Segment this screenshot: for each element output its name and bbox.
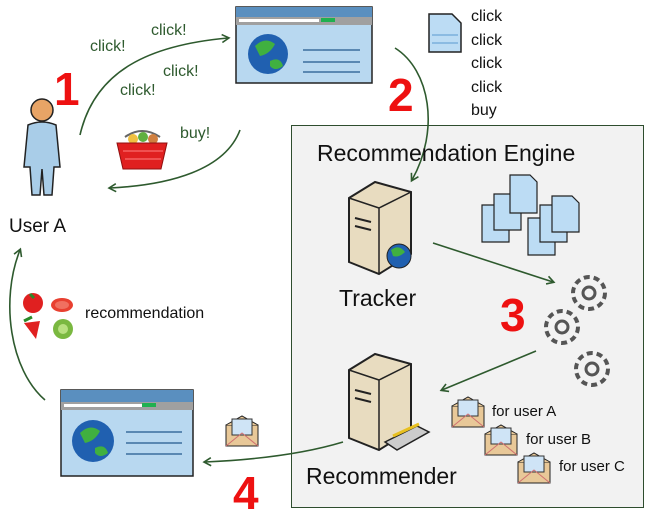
click-label: click!: [151, 22, 187, 39]
browser-window-icon: [235, 6, 373, 84]
step-1: 1: [54, 63, 80, 115]
buy-label: buy!: [180, 125, 211, 142]
log-entry: click: [471, 8, 503, 25]
arrow-browser-to-user-return: [9, 247, 46, 401]
arrow-user-to-browser: [79, 33, 231, 136]
gears-icon: [544, 275, 610, 387]
log-entry: click: [471, 55, 503, 72]
output-for-user-a: for user A: [492, 403, 557, 420]
click-label: click!: [90, 38, 126, 55]
recommendation-label: recommendation: [85, 305, 205, 322]
step-3: 3: [500, 289, 526, 341]
log-entry: buy: [471, 102, 497, 119]
step-4: 4: [233, 467, 259, 514]
tracker-label: Tracker: [339, 285, 417, 311]
log-entry: click: [471, 31, 503, 49]
recommender-server-icon: [348, 352, 431, 452]
arrow-engine-to-recommender: [439, 350, 537, 393]
click-label: click!: [120, 82, 156, 99]
output-for-user-b: for user B: [526, 431, 592, 448]
browser-window-icon: [60, 389, 194, 477]
arrow-browser-to-tracker: [394, 47, 429, 183]
arrow-recommender-to-browser: [202, 441, 344, 467]
envelope-icon: [451, 396, 485, 428]
envelope-icon: [225, 415, 259, 447]
arrow-tracker-to-engine: [432, 242, 556, 285]
engine-title: Recommendation Engine: [317, 140, 576, 166]
fruits-icon: [23, 292, 73, 339]
shopping-basket-icon: [116, 130, 168, 170]
output-for-user-c: for user C: [559, 458, 625, 475]
step-2: 2: [388, 69, 414, 121]
user-label: User A: [9, 216, 67, 237]
documents-stack-icon: [481, 174, 580, 256]
tracker-server-icon: [348, 180, 412, 276]
envelope-icon: [517, 452, 551, 484]
recommender-label: Recommender: [306, 463, 457, 489]
click-label: click!: [163, 63, 199, 80]
envelope-icon: [484, 424, 518, 456]
arrow-browser-to-user: [107, 129, 241, 193]
log-entry: click: [471, 78, 503, 96]
recommendation-engine-panel: [291, 125, 644, 508]
log-document-icon: [428, 13, 462, 53]
user-icon: [23, 98, 61, 196]
event-log: click click click click buy: [471, 5, 502, 123]
